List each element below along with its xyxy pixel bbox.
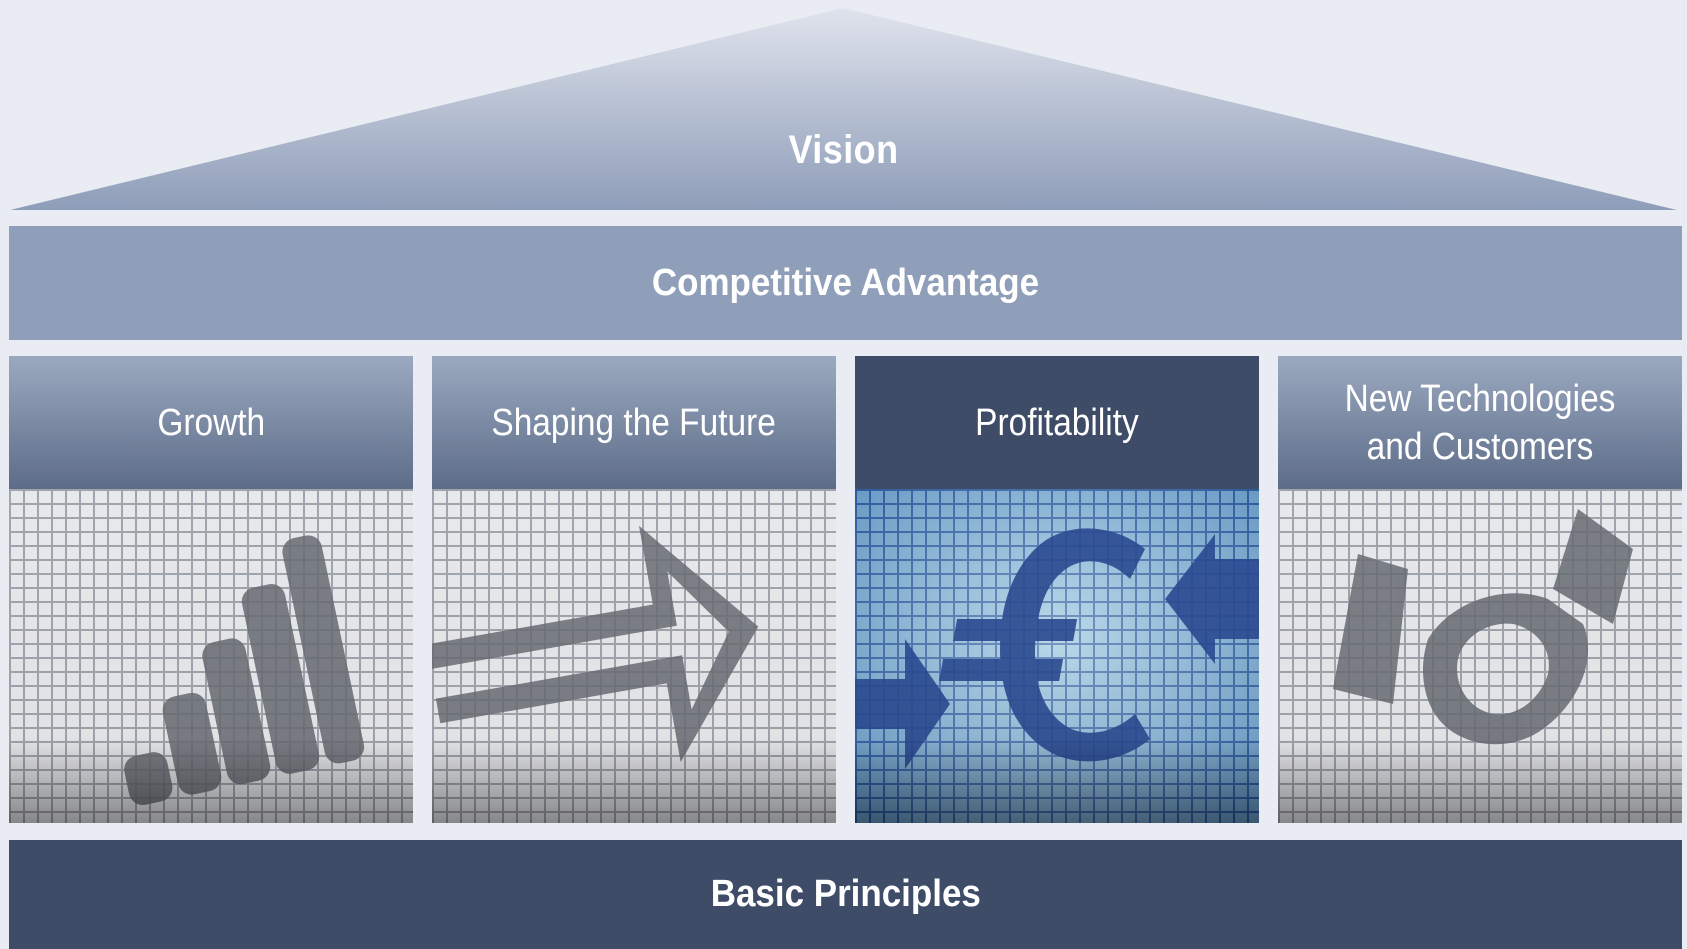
basic-principles-band: Basic Principles bbox=[9, 840, 1682, 949]
competitive-advantage-band: Competitive Advantage bbox=[9, 226, 1682, 340]
pillar-label: Growth bbox=[157, 401, 265, 444]
bar-chart-icon bbox=[9, 489, 413, 823]
arrow-right-icon bbox=[432, 489, 836, 823]
basic-principles-label: Basic Principles bbox=[710, 873, 981, 915]
pillar-new-technologies-and-customers: New Technologies and Customers bbox=[1278, 356, 1682, 823]
competitive-advantage-label: Competitive Advantage bbox=[651, 261, 1040, 304]
pillar-profitability: Profitability bbox=[855, 356, 1259, 823]
pillar-label: Shaping the Future bbox=[491, 401, 777, 444]
handshake-icon bbox=[1278, 489, 1682, 823]
pillar-header: Shaping the Future bbox=[432, 356, 836, 489]
pillar-label: New Technologies and Customers bbox=[1344, 377, 1616, 468]
pillar-shaping-the-future: Shaping the Future bbox=[432, 356, 836, 823]
pillar-growth: Growth bbox=[9, 356, 413, 823]
pillar-header: Growth bbox=[9, 356, 413, 489]
vision-roof: Vision bbox=[0, 0, 1687, 216]
pillar-header: Profitability bbox=[855, 356, 1259, 489]
pillar-label: Profitability bbox=[975, 401, 1139, 444]
pillar-header: New Technologies and Customers bbox=[1278, 356, 1682, 489]
euro-icon bbox=[855, 489, 1259, 823]
roof-triangle bbox=[10, 8, 1677, 210]
vision-label: Vision bbox=[788, 128, 899, 172]
